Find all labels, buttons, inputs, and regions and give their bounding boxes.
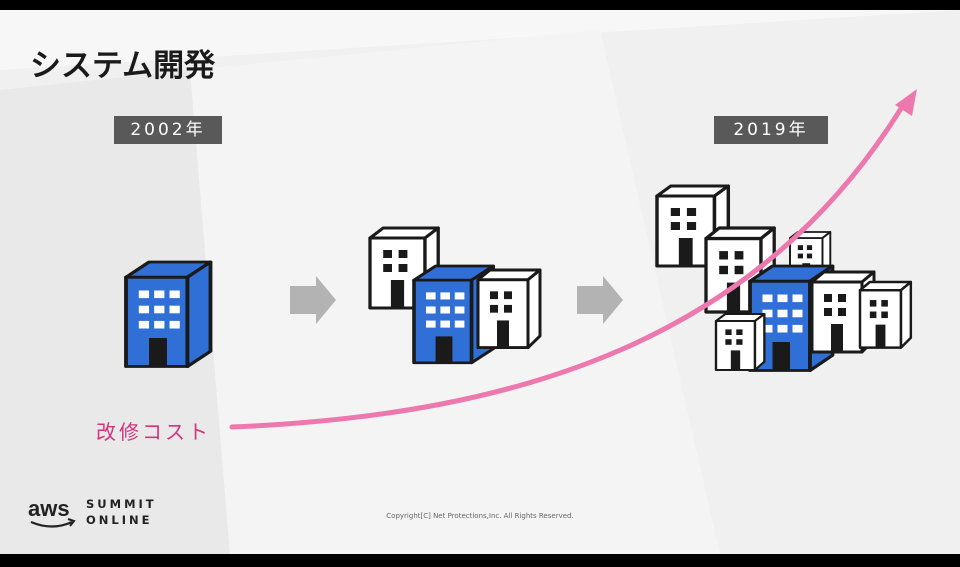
right-arrow-icon (290, 276, 336, 324)
aws-logo: aws (28, 496, 76, 528)
year-label-end: 2019年 (714, 116, 828, 144)
year-label-start: 2002年 (114, 116, 222, 144)
slide-title: システム開発 (30, 48, 216, 84)
aws-logo-text: aws (28, 496, 70, 521)
event-name: SUMMIT ONLINE (86, 496, 157, 528)
presentation-slide: システム開発 2002年 2019年 (0, 10, 960, 554)
right-arrow-icon (577, 276, 623, 324)
building-group-small-icon (368, 226, 542, 365)
cost-label: 改修コスト (96, 420, 211, 444)
event-line-2: ONLINE (86, 513, 153, 527)
illustration (124, 89, 917, 430)
building-group-large-icon (655, 184, 913, 373)
event-line-1: SUMMIT (86, 497, 157, 511)
single-building-icon (124, 260, 213, 369)
copyright-text: Copyright[C] Net Protections,Inc. All Ri… (386, 512, 574, 520)
cost-curve-arrow (229, 89, 917, 430)
